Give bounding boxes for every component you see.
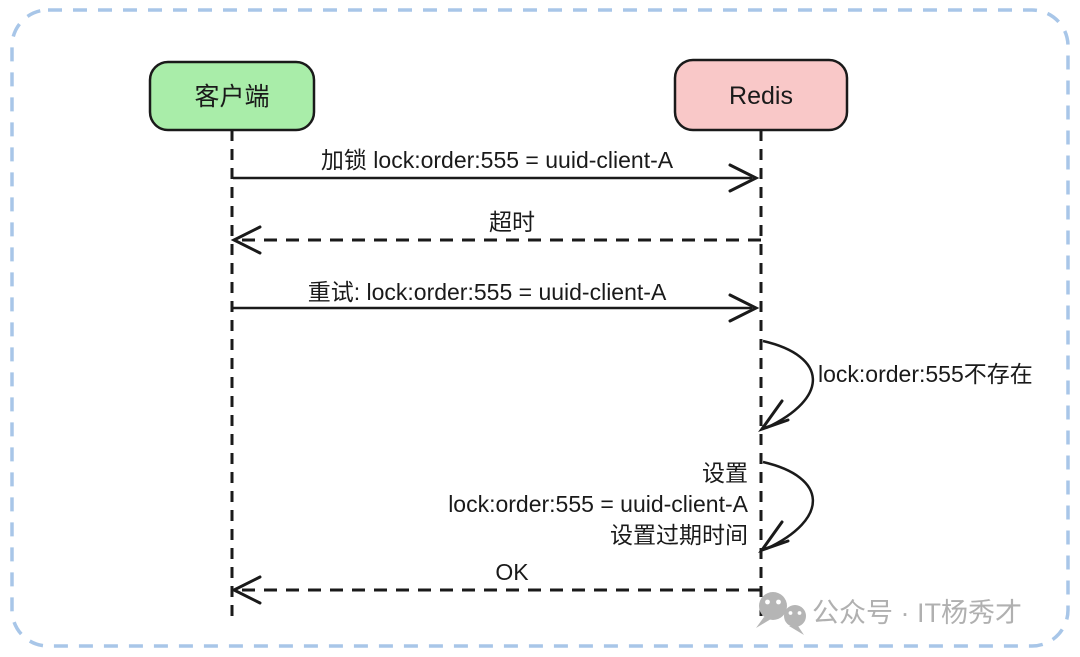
actor-redis: Redis [673, 58, 849, 132]
message-timeout: 超时 [230, 209, 761, 255]
arrowhead-loop-icon [758, 399, 790, 432]
self-message-set-key: 设置 lock:order:555 = uuid-client-A 设置过期时间 [448, 460, 815, 553]
self-message-key-missing-label: lock:order:555不存在 [818, 361, 1033, 387]
actor-client: 客户端 [148, 60, 316, 132]
arrowhead-right-icon [728, 293, 760, 323]
self-message-key-missing: lock:order:555不存在 [758, 339, 1033, 432]
watermark: 公众号 · IT杨秀才 [756, 592, 1022, 635]
message-lock-request: 加锁 lock:order:555 = uuid-client-A [233, 147, 760, 193]
message-lock-request-label: 加锁 lock:order:555 = uuid-client-A [321, 147, 674, 173]
message-retry-label: 重试: lock:order:555 = uuid-client-A [308, 279, 667, 305]
self-message-set-key-label-line1: 设置 [702, 460, 748, 486]
arrowhead-loop-icon [758, 520, 790, 553]
arrowhead-right-icon [728, 163, 760, 193]
watermark-text: 公众号 · IT杨秀才 [812, 598, 1022, 628]
message-ok: OK [230, 559, 761, 605]
actor-redis-box [673, 58, 849, 132]
actor-client-label: 客户端 [194, 83, 269, 111]
arrowhead-left-icon [230, 575, 262, 605]
self-message-set-key-label-line3: 设置过期时间 [610, 522, 748, 548]
self-message-set-key-curve [762, 460, 815, 551]
arrowhead-left-icon [230, 225, 262, 255]
self-message-set-key-label-line2: lock:order:555 = uuid-client-A [448, 491, 748, 517]
wechat-icon [756, 592, 806, 635]
actor-client-box [148, 60, 316, 132]
message-ok-label: OK [495, 559, 529, 585]
dashed-frame-border [10, 8, 1070, 648]
message-timeout-label: 超时 [489, 209, 535, 235]
actor-redis-label: Redis [729, 82, 793, 110]
message-retry: 重试: lock:order:555 = uuid-client-A [233, 279, 760, 323]
self-message-key-missing-curve [762, 339, 815, 430]
